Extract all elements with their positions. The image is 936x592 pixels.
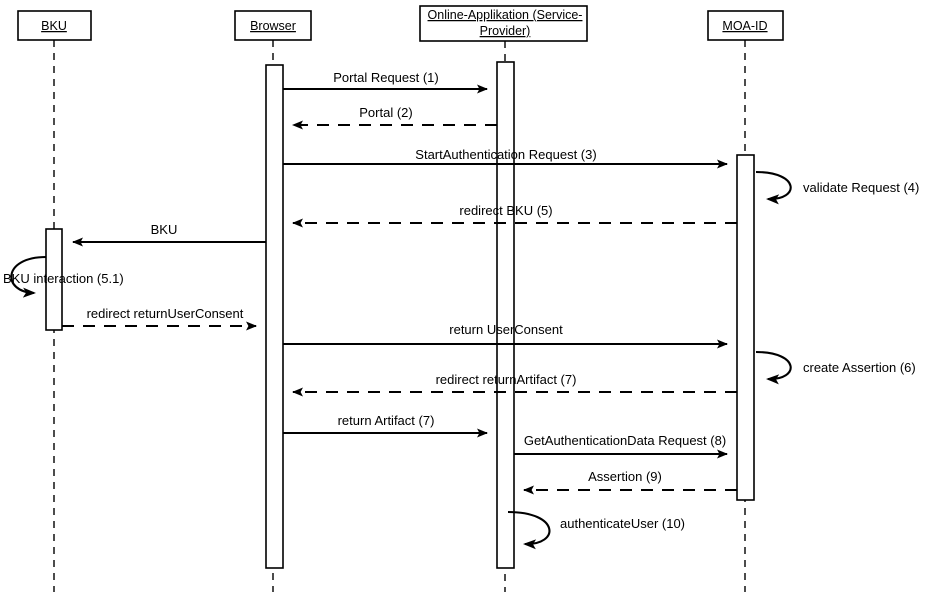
activation-bars-group: [45, 61, 755, 569]
actor-label-bku: BKU: [41, 19, 67, 33]
activation-bar-online-application[interactable]: [496, 61, 515, 569]
message-label-bku: BKU: [151, 222, 178, 237]
message-arrow-validate-request: [755, 170, 792, 205]
message-create-assertion[interactable]: create Assertion (6): [755, 350, 916, 385]
message-redirect-return-user-consent[interactable]: redirect returnUserConsent: [62, 306, 257, 331]
message-label-return-user-consent: return UserConsent: [449, 322, 563, 337]
message-label-portal-request: Portal Request (1): [333, 70, 439, 85]
message-label-get-authentication-data-request: GetAuthenticationData Request (8): [524, 433, 726, 448]
message-start-authentication-request[interactable]: StartAuthentication Request (3): [283, 147, 728, 169]
actor-headers-group: BKU Browser Online-Applikation (Service-…: [17, 5, 784, 42]
actor-label-browser: Browser: [250, 19, 296, 33]
message-arrow-bku-interaction: [10, 255, 47, 298]
activation-bar-browser[interactable]: [265, 64, 284, 569]
activation-bar-moa-id[interactable]: [736, 154, 755, 501]
message-portal[interactable]: Portal (2): [292, 105, 497, 130]
actor-label-moa-id: MOA-ID: [722, 19, 767, 33]
message-validate-request[interactable]: validate Request (4): [755, 170, 919, 205]
message-authenticate-user[interactable]: authenticateUser (10): [507, 510, 685, 550]
actor-box-bku[interactable]: [17, 10, 92, 41]
message-label-redirect-return-artifact: redirect returnArtifact (7): [436, 372, 577, 387]
message-label-start-authentication-request: StartAuthentication Request (3): [415, 147, 596, 162]
activation-bar-bku[interactable]: [45, 228, 63, 331]
actor-label-online-application-line1: Online-Applikation (Service-: [428, 8, 583, 22]
message-label-bku-interaction: BKU interaction (5.1): [3, 271, 124, 286]
message-label-portal: Portal (2): [359, 105, 412, 120]
message-label-create-assertion: create Assertion (6): [803, 360, 916, 375]
message-arrow-create-assertion: [755, 350, 792, 385]
message-bku[interactable]: BKU: [72, 222, 266, 247]
message-assertion[interactable]: Assertion (9): [523, 469, 737, 495]
message-return-artifact[interactable]: return Artifact (7): [283, 413, 488, 438]
message-bku-interaction[interactable]: BKU interaction (5.1): [3, 255, 124, 298]
message-portal-request[interactable]: Portal Request (1): [283, 70, 488, 94]
message-return-user-consent[interactable]: return UserConsent: [283, 322, 728, 349]
actor-label-online-application-line2: Provider): [480, 24, 531, 38]
message-label-authenticate-user: authenticateUser (10): [560, 516, 685, 531]
message-label-redirect-bku: redirect BKU (5): [459, 203, 552, 218]
actor-box-moa-id[interactable]: [707, 10, 784, 41]
message-arrow-authenticate-user: [507, 510, 551, 550]
message-redirect-return-artifact[interactable]: redirect returnArtifact (7): [292, 372, 737, 397]
message-label-validate-request: validate Request (4): [803, 180, 919, 195]
message-label-redirect-return-user-consent: redirect returnUserConsent: [87, 306, 244, 321]
actor-box-online-application[interactable]: [419, 5, 588, 42]
actor-box-browser[interactable]: [234, 10, 312, 41]
message-get-authentication-data-request[interactable]: GetAuthenticationData Request (8): [514, 433, 728, 459]
message-label-assertion: Assertion (9): [588, 469, 662, 484]
message-label-return-artifact: return Artifact (7): [338, 413, 435, 428]
message-redirect-bku[interactable]: redirect BKU (5): [292, 203, 737, 228]
